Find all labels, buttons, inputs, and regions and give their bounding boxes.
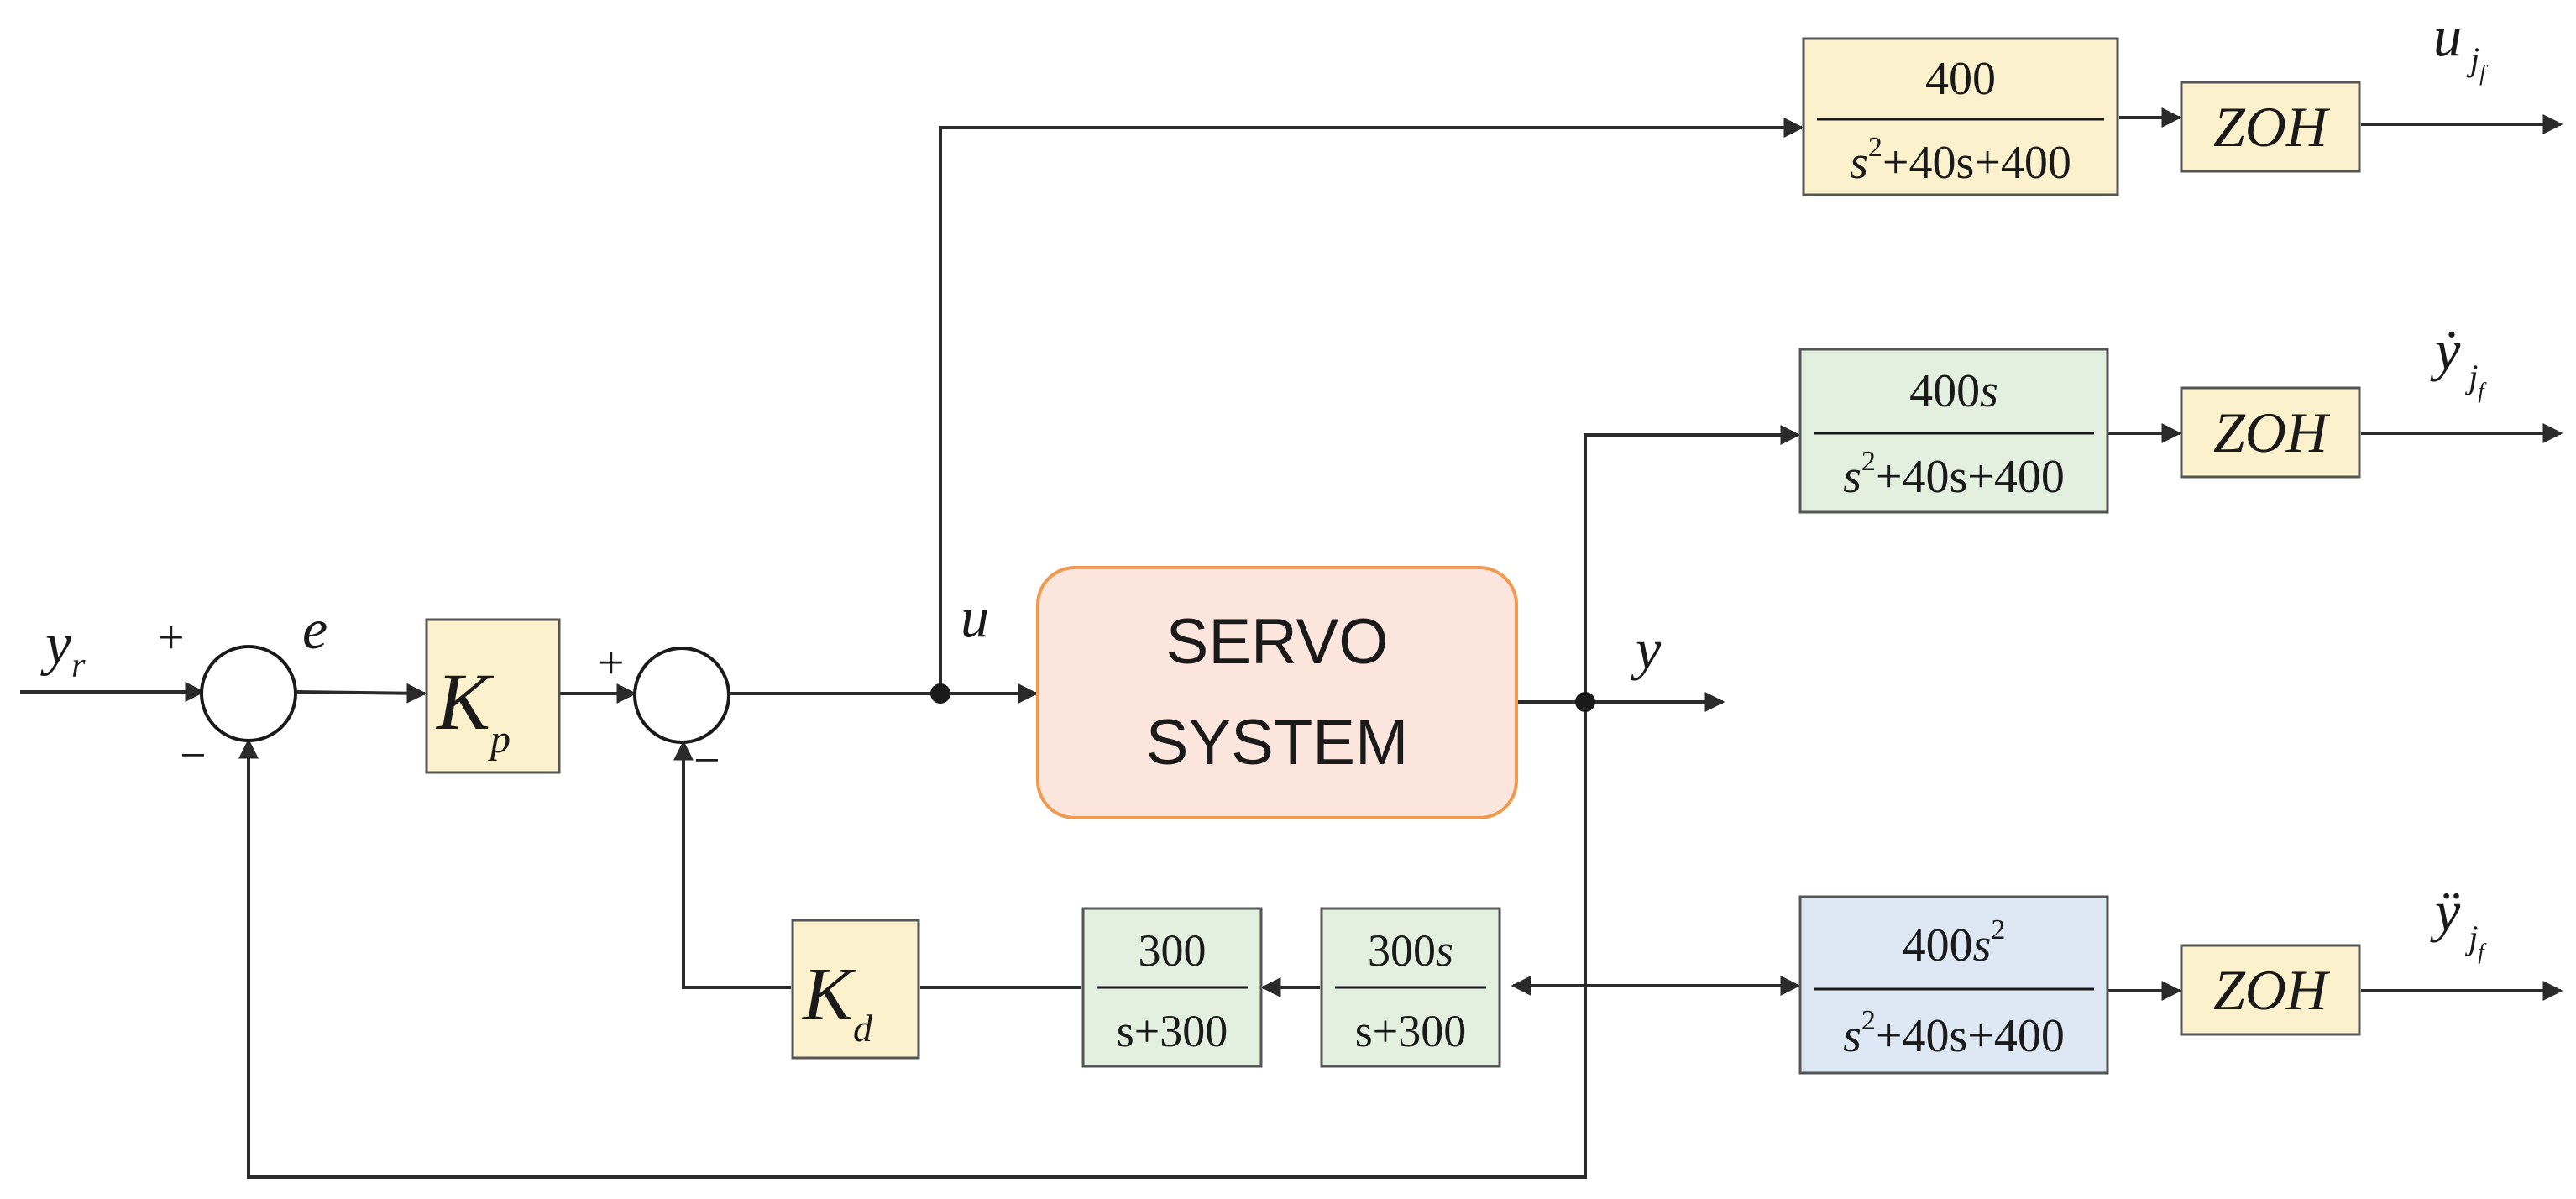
tf-ydot-den-exp: 2 — [1861, 446, 1876, 477]
tf-ydot-num-value: 400 — [1909, 365, 1980, 417]
tf-ydot-denominator: s2+40s+400 — [1843, 446, 2065, 503]
output-u-sub-f: f — [2479, 61, 2489, 86]
zoh-yddot-block: ZOH — [2180, 944, 2361, 1036]
signal-wires — [20, 107, 2563, 1179]
u-branch-wire — [939, 118, 1804, 694]
tf-u-block: 400 s2+40s+400 — [1802, 37, 2119, 196]
inner-feedback-wire — [673, 740, 791, 989]
tf-yddot-den-rest: +40s+400 — [1876, 1010, 2065, 1062]
error-wire — [295, 683, 427, 704]
ydot-branch-wire — [1584, 425, 1801, 702]
kd-var: K — [801, 953, 856, 1036]
tf-u-den-s: s — [1850, 137, 1868, 189]
tf-yddot-denominator: s2+40s+400 — [1843, 1005, 2065, 1062]
zoh-yddot-box — [2180, 944, 2361, 1036]
tf-yddot-box — [1798, 895, 2109, 1075]
tf-yddot-num-value: 400 — [1903, 919, 1973, 971]
servo-line-1: SERVO — [1166, 606, 1389, 678]
output-u-var: u — [2433, 4, 2462, 68]
zoh-ydot-box — [2180, 386, 2361, 479]
kp-block-box — [425, 618, 561, 774]
sum1-minus-sign: − — [180, 730, 207, 782]
zoh-ydot-block: ZOH — [2180, 386, 2361, 479]
zoh-u-block: ZOH — [2180, 81, 2361, 173]
tf-yddot-num-exp: 2 — [1991, 914, 2005, 945]
derivative-denominator: s+300 — [1355, 1006, 1466, 1056]
derivative-numerator: 300s — [1368, 925, 1453, 976]
output-yd-sub-j: j — [2464, 358, 2478, 395]
y-junction-dot — [1575, 692, 1595, 712]
tf-u-den-rest: +40s+400 — [1882, 137, 2071, 189]
tf-ydot-numerator: 400s — [1909, 365, 1998, 417]
servo-line-2: SYSTEM — [1146, 707, 1409, 778]
control-signal-label: u — [961, 585, 989, 649]
sum1-plus-sign: + — [158, 612, 185, 664]
tf-u-den-exp: 2 — [1868, 132, 1882, 163]
outer-feedback-wire — [238, 702, 1587, 1179]
kp-sub: p — [488, 717, 510, 762]
tf-ydot-block: 400s s2+40s+400 — [1798, 348, 2109, 514]
output-yd-sub-f: f — [2478, 379, 2487, 403]
output-ydd-sub-j: j — [2464, 919, 2478, 956]
kp-block: Kp — [425, 618, 561, 774]
output-yd-var: ẏ — [2430, 318, 2461, 382]
output-ydd-var: ÿ — [2430, 879, 2461, 943]
input-signal-label: yr — [40, 612, 86, 685]
tf-ydot-num-var: s — [1980, 365, 1998, 417]
lowpass-den-text: s+300 — [1117, 1006, 1228, 1056]
zoh-u-label: ZOH — [2213, 95, 2331, 159]
kp-label: Kp — [435, 657, 510, 762]
sum2-plus-sign: + — [598, 637, 625, 689]
sum2-minus-sign: − — [694, 735, 720, 787]
output-ydd-sub-f: f — [2478, 940, 2487, 964]
zoh-yddot-label: ZOH — [2213, 958, 2331, 1022]
tf-yddot-den-exp: 2 — [1861, 1005, 1876, 1036]
summing-junction-2 — [633, 647, 730, 744]
zoh-ydot-label: ZOH — [2213, 401, 2331, 464]
derivative-filter-block: 300s s+300 — [1320, 907, 1501, 1068]
tf-yddot-den-s: s — [1843, 1010, 1861, 1062]
error-signal-label: e — [302, 597, 327, 661]
input-signal-var: y — [40, 612, 72, 677]
tf-u-box — [1802, 37, 2119, 196]
output-u-sub-j: j — [2466, 40, 2479, 78]
output-signal-label: y — [1631, 617, 1662, 681]
lowpass-denominator: s+300 — [1117, 1006, 1228, 1056]
tf-u-denominator: s2+40s+400 — [1850, 132, 2071, 189]
lowpass-filter-block: 300 s+300 — [1081, 907, 1263, 1068]
servo-system-box — [1036, 566, 1518, 819]
lowpass-numerator: 300 — [1139, 925, 1207, 976]
tf-yddot-block: 400s2 s2+40s+400 — [1798, 895, 2109, 1075]
kp-var: K — [435, 657, 495, 746]
kd-label: Kd — [801, 953, 873, 1050]
servo-system-block: SERVO SYSTEM — [1036, 566, 1518, 819]
kd-block: Kd — [791, 919, 920, 1060]
kd-sub: d — [853, 1007, 873, 1050]
tf-u-numerator: 400 — [1925, 53, 1996, 105]
derivative-num-value: 300 — [1368, 925, 1436, 976]
tf-ydot-box — [1798, 348, 2109, 514]
summing-junction-1 — [200, 645, 297, 742]
tf-yddot-num-var: s — [1973, 919, 1992, 971]
derivative-num-var: s — [1436, 925, 1453, 976]
tf-yddot-numerator: 400s2 — [1903, 914, 2006, 971]
tf-ydot-den-s: s — [1843, 451, 1861, 503]
tf-ydot-den-rest: +40s+400 — [1876, 451, 2065, 503]
u-junction-dot — [930, 683, 950, 704]
kd-block-box — [791, 919, 920, 1060]
zoh-u-box — [2180, 81, 2361, 173]
input-signal-sub: r — [71, 647, 86, 685]
